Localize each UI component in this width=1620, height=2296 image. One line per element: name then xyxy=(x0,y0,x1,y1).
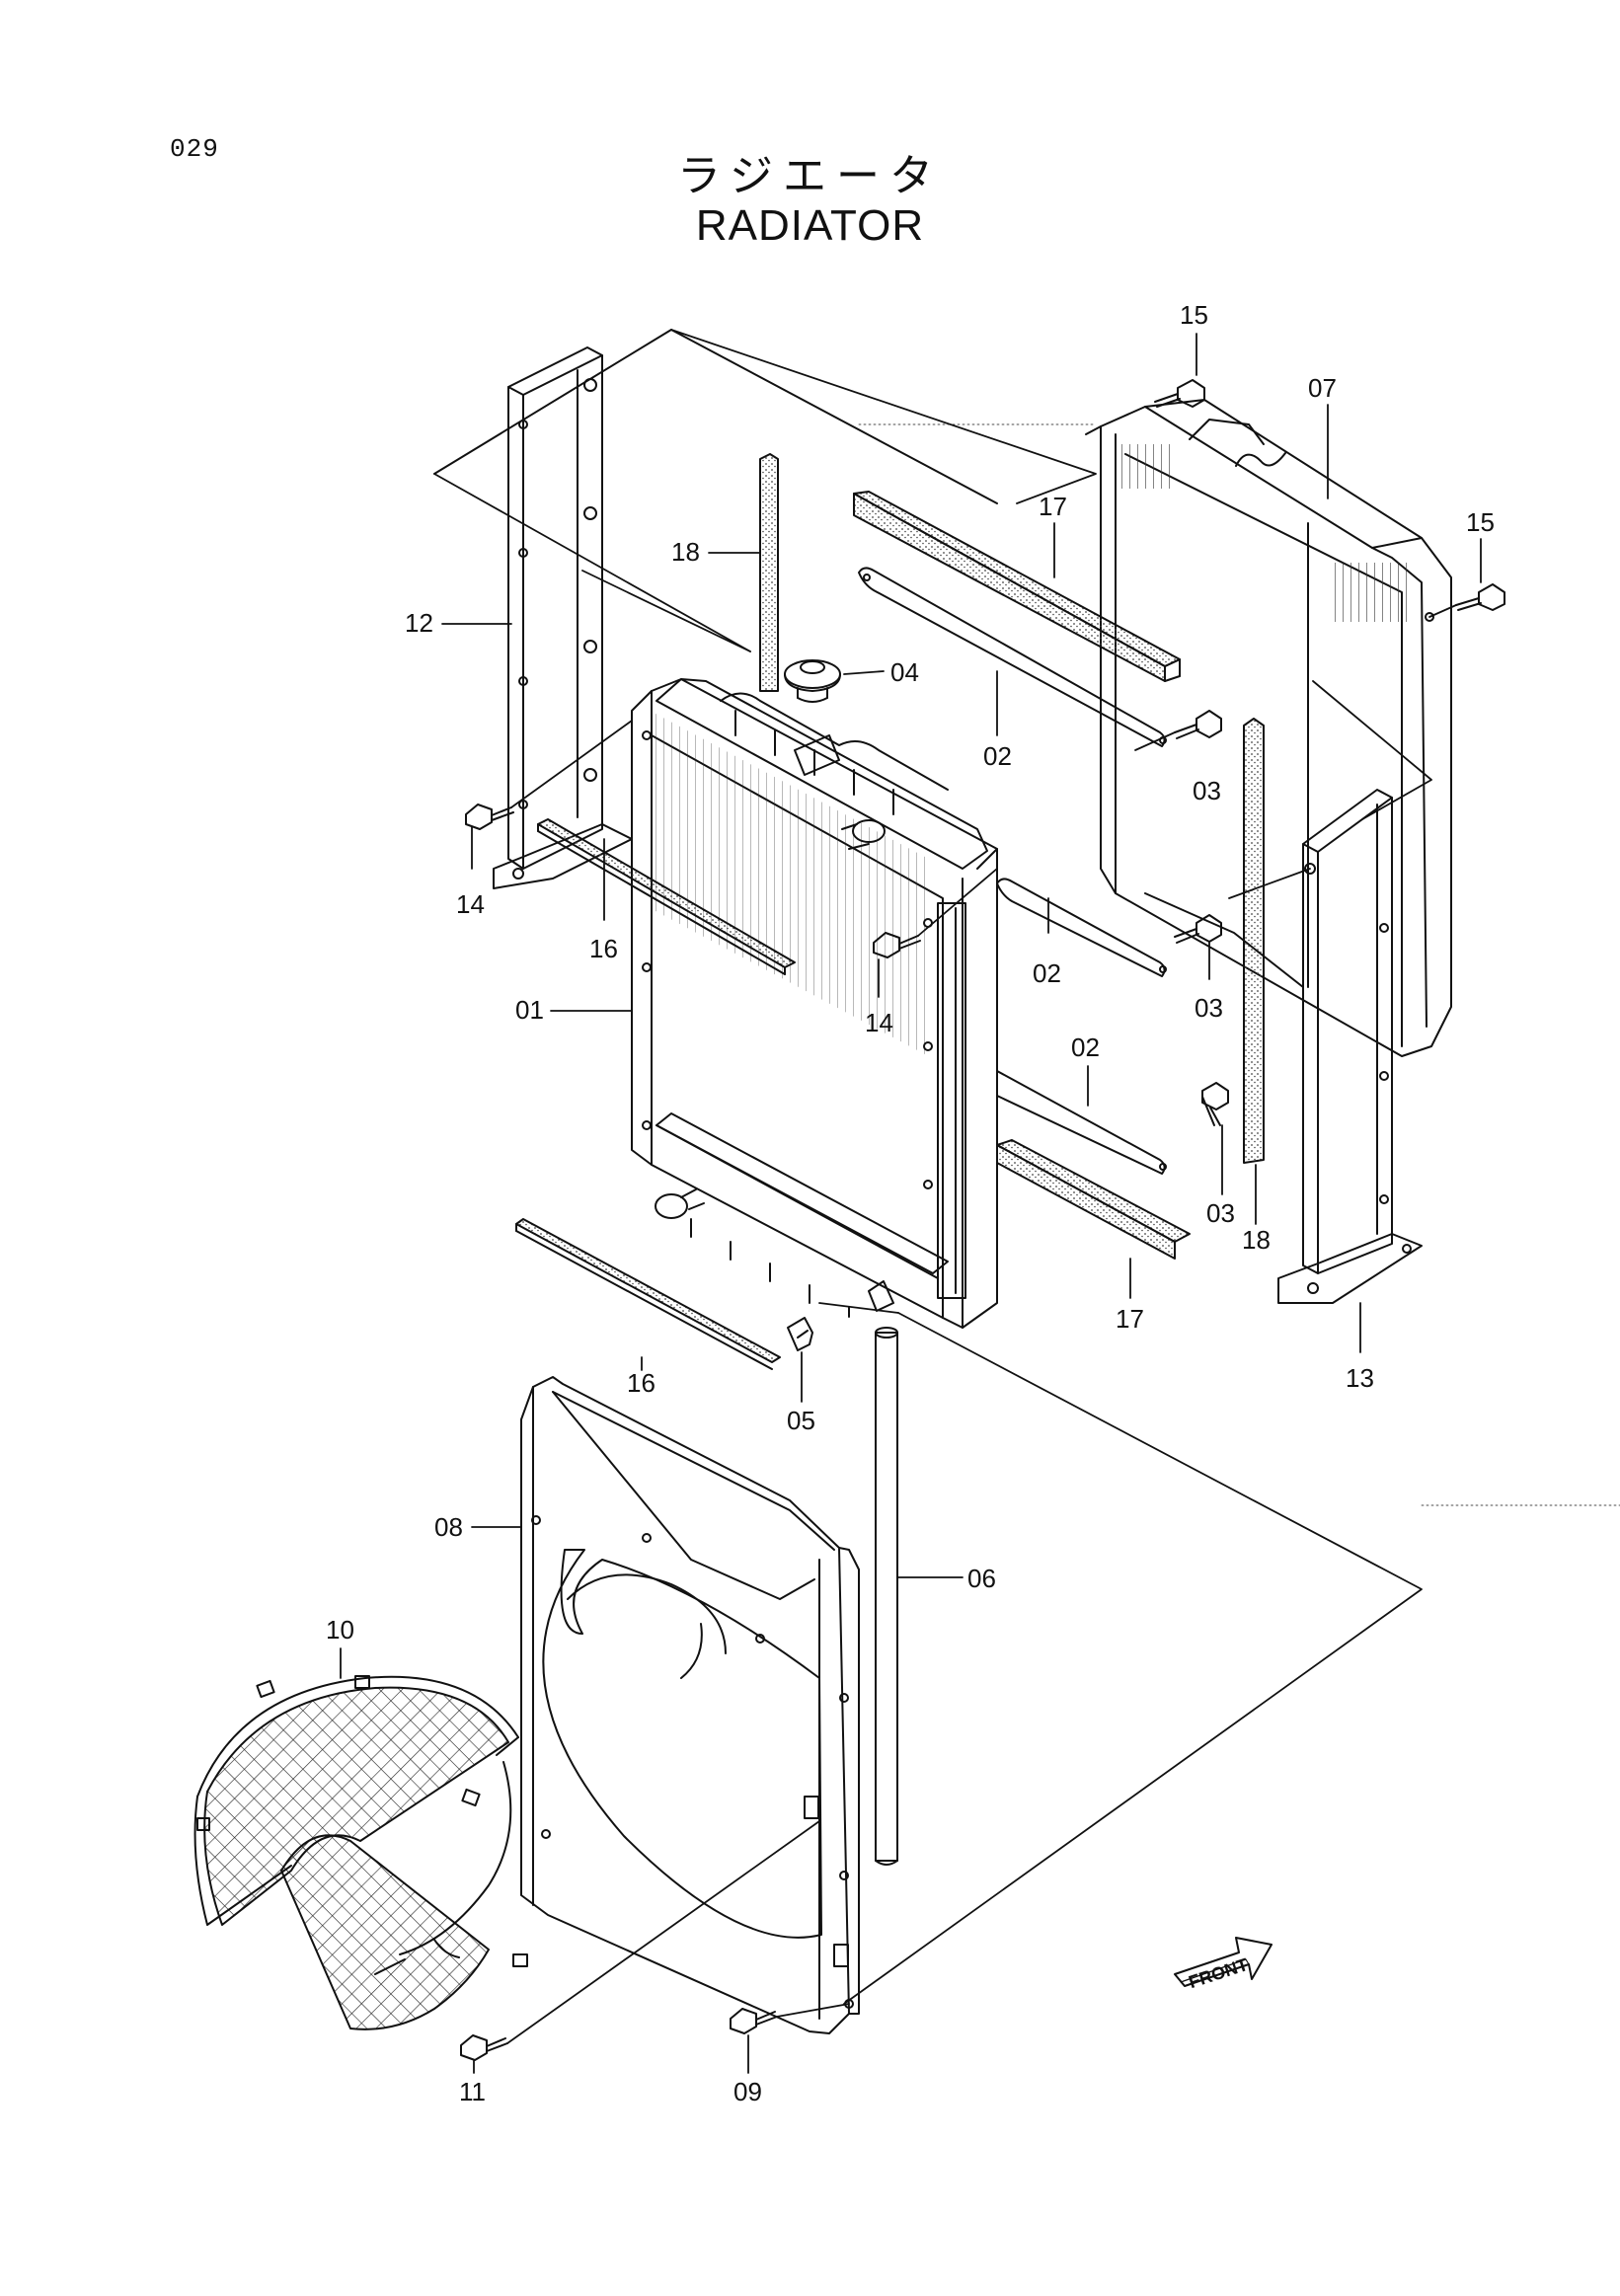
callout-02-upper: 02 xyxy=(983,741,1012,771)
callout-06: 06 xyxy=(967,1564,996,1593)
stay-rod-middle-02 xyxy=(996,878,1167,977)
callout-09: 09 xyxy=(733,2077,762,2106)
callout-02-lower: 02 xyxy=(1071,1033,1100,1062)
rubber-strip-16-lower xyxy=(515,1218,781,1370)
page-number: 029 xyxy=(170,134,219,164)
leader-lines xyxy=(340,333,1482,2074)
callout-03-upper: 03 xyxy=(1193,776,1221,805)
stay-bracket-right-13 xyxy=(1277,789,1423,1304)
fan-shroud-08 xyxy=(520,1376,860,2034)
callout-14-center: 14 xyxy=(865,1008,893,1037)
radiator-cap-04 xyxy=(784,659,841,703)
callout-08: 08 xyxy=(434,1512,463,1542)
fan-guard-10 xyxy=(193,1675,528,2030)
overflow-hose-06 xyxy=(875,1327,898,1866)
bolt-15-top xyxy=(1154,379,1205,408)
seal-vertical-18-right xyxy=(1243,718,1265,1164)
bolt-14-left xyxy=(465,804,514,830)
callout-07: 07 xyxy=(1308,373,1337,403)
title-japanese: ラジエータ xyxy=(676,151,944,201)
seal-upper-17 xyxy=(853,491,1181,682)
callout-18-upper: 18 xyxy=(671,537,700,567)
callout-02-middle: 02 xyxy=(1033,958,1061,988)
callout-16-lower: 16 xyxy=(627,1368,656,1398)
callout-04: 04 xyxy=(890,657,919,687)
callout-labels: 15 07 15 18 17 04 02 03 12 14 16 01 14 0… xyxy=(326,300,1495,2106)
stay-rod-upper-02 xyxy=(858,567,1167,747)
bolt-03-middle xyxy=(1174,914,1222,944)
bolt-03-lower xyxy=(1201,1082,1229,1126)
callout-13: 13 xyxy=(1346,1363,1374,1393)
stay-bracket-left-12 xyxy=(493,346,633,889)
drain-cock-05 xyxy=(787,1317,813,1351)
shroud-07 xyxy=(1085,399,1452,1057)
callout-05: 05 xyxy=(787,1406,815,1435)
front-direction-arrow xyxy=(1174,1937,1273,1987)
callout-10: 10 xyxy=(326,1615,354,1645)
radiator-core-01 xyxy=(631,678,998,1329)
callout-18-lower: 18 xyxy=(1242,1225,1271,1255)
callout-15-right: 15 xyxy=(1466,507,1495,537)
bolt-14-center xyxy=(873,932,921,958)
bolt-09 xyxy=(730,2008,778,2034)
callout-03-lower: 03 xyxy=(1206,1198,1235,1228)
callout-15-top: 15 xyxy=(1180,300,1208,330)
bolt-03-upper xyxy=(1174,710,1222,739)
bolt-15-right xyxy=(1455,583,1505,611)
assembly-reference-lines xyxy=(433,329,1620,2005)
callout-11: 11 xyxy=(459,2077,486,2106)
title-english: RADIATOR xyxy=(695,201,925,250)
callout-17-upper: 17 xyxy=(1039,492,1067,521)
stay-rod-lower-02 xyxy=(996,1070,1167,1175)
bolt-11 xyxy=(460,2034,508,2061)
callout-12: 12 xyxy=(405,608,433,638)
callout-14-left: 14 xyxy=(456,889,485,919)
callout-01: 01 xyxy=(515,995,544,1025)
callout-03-middle: 03 xyxy=(1195,993,1223,1023)
callout-17-lower: 17 xyxy=(1116,1304,1144,1334)
seal-vertical-18-left xyxy=(759,453,779,692)
callout-16-upper: 16 xyxy=(589,934,618,963)
seal-lower-17 xyxy=(996,1139,1191,1260)
rubber-strip-16-upper xyxy=(537,818,796,975)
